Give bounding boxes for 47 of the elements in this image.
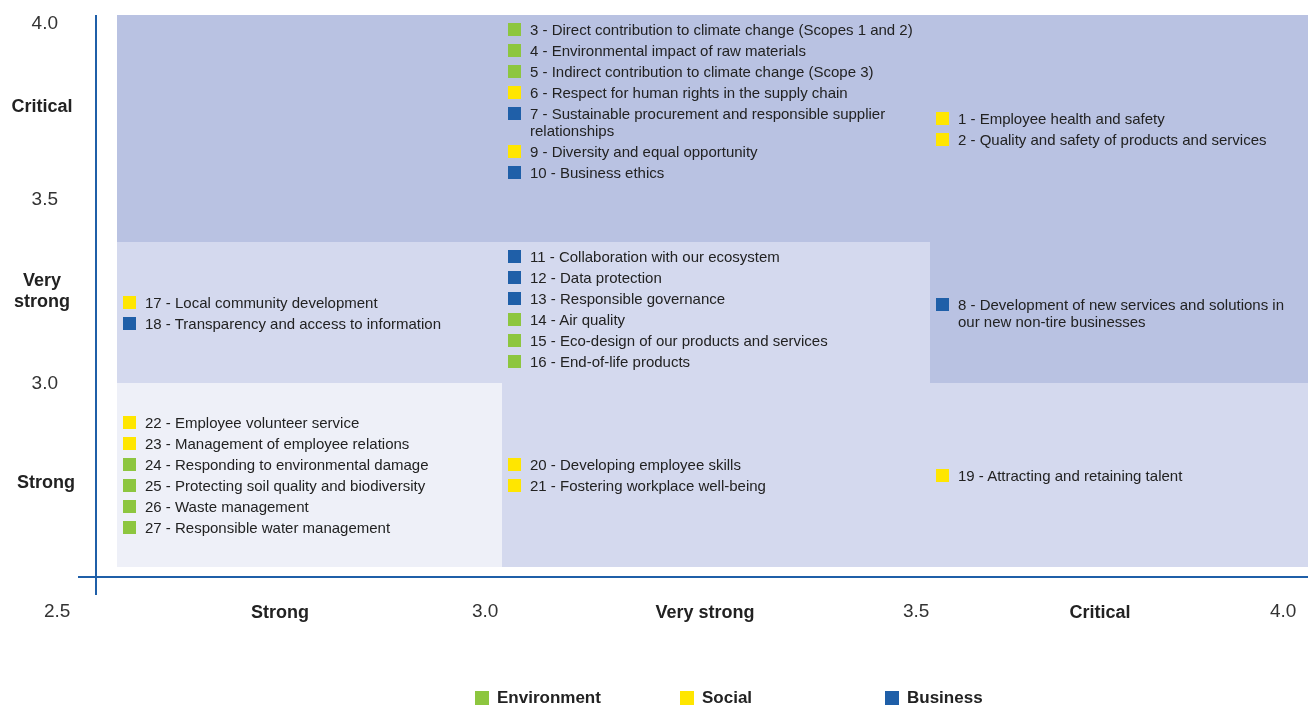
issue-label: 19 - Attracting and retaining talent (958, 466, 1183, 484)
matrix-cell (117, 242, 502, 383)
axis-tick-label: 4.0 (31, 12, 58, 34)
issue-label: 4 - Environmental impact of raw materials (530, 42, 806, 59)
axis-tick-label: 3.5 (903, 600, 930, 622)
axis-category-label: Very strong (13, 270, 71, 312)
issue-label: 2 - Quality and safety of products and services (958, 130, 1267, 148)
issue-label: 17 - Local community development (145, 293, 378, 311)
axis-tick-label: 2.5 (44, 600, 71, 622)
matrix-cell (117, 383, 502, 567)
axis-category-label: Critical (10, 96, 74, 117)
legend-label: Environment (497, 688, 601, 707)
issue-label: 8 - Development of new services and solutions in our new non-tire businesses (958, 295, 1285, 330)
axis-tick-label: 4.0 (1270, 600, 1297, 622)
issue-label: 26 - Waste management (145, 498, 309, 515)
issue-label: 10 - Business ethics (530, 164, 665, 181)
issue-label: 21 - Fostering workplace well-being (530, 477, 766, 494)
issue-label: 23 - Management of employee relations (145, 435, 410, 452)
issue-label: 14 - Air quality (530, 311, 626, 328)
issue-label: 18 - Transparency and access to information (145, 314, 441, 332)
issue-label: 12 - Data protection (530, 269, 662, 286)
issue-label: 15 - Eco-design of our products and services (530, 332, 828, 349)
issue-label: 27 - Responsible water management (145, 519, 391, 536)
issue-label: 9 - Diversity and equal opportunity (530, 143, 758, 160)
axis-category-label: Critical (1068, 602, 1132, 623)
matrix-cell (930, 242, 1308, 383)
issue-label: 16 - End-of-life products (530, 353, 691, 370)
issue-label: 6 - Respect for human rights in the supply chain (530, 84, 848, 101)
matrix-cell (930, 383, 1308, 567)
axis-category-label: Very strong (654, 602, 756, 623)
issue-label: 5 - Indirect contribution to climate change (Scope 3) (530, 63, 874, 80)
legend-label: Business (907, 688, 983, 707)
issue-label: 3 - Direct contribution to climate change (Scopes 1 and 2) (530, 21, 913, 38)
issue-label: 20 - Developing employee skills (530, 456, 741, 473)
axis-tick-label: 3.5 (31, 188, 58, 210)
issue-label: 1 - Employee health and safety (958, 109, 1165, 127)
issue-label: 25 - Protecting soil quality and biodiversity (145, 477, 426, 494)
axis-tick-label: 3.0 (31, 372, 58, 394)
issue-label: 7 - Sustainable procurement and responsible supplier relationships (530, 105, 887, 139)
issue-label: 24 - Responding to environmental damage (145, 456, 429, 473)
issue-label: 11 - Collaboration with our ecosystem (530, 248, 780, 265)
axis-tick-label: 3.0 (472, 600, 499, 622)
issue-label: 22 - Employee volunteer service (145, 414, 360, 431)
legend-label: Social (702, 688, 753, 707)
issue-label: 13 - Responsible governance (530, 290, 726, 307)
axis-category-label: Strong (16, 472, 76, 493)
axis-category-label: Strong (250, 602, 310, 623)
